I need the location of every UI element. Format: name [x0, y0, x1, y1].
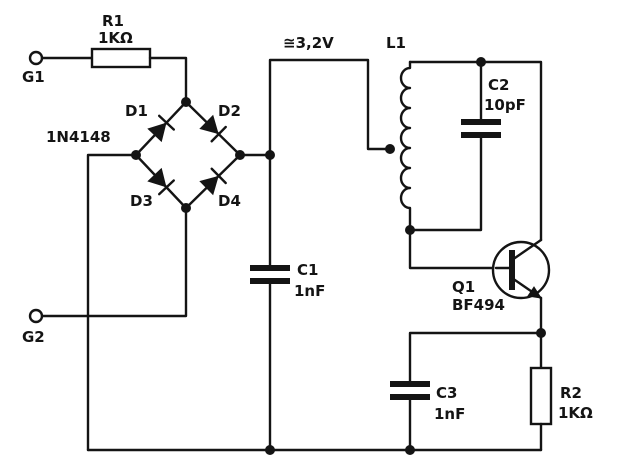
- label-r2-value: 1KΩ: [558, 404, 593, 422]
- capacitor-c1: [250, 265, 290, 284]
- diode-d3: [147, 167, 175, 196]
- label-q1-type: BF494: [452, 296, 505, 314]
- diode-d4: [199, 167, 227, 196]
- label-c2-name: C2: [488, 76, 509, 94]
- wire-positive-rail: [268, 58, 392, 157]
- label-g1: G1: [22, 68, 45, 86]
- inductor-l1: [399, 60, 412, 232]
- label-c3-value: 1nF: [434, 405, 465, 423]
- label-d3: D3: [130, 192, 153, 210]
- label-c2-value: 10pF: [484, 96, 526, 114]
- wire-bridge-bottom-g2: [40, 206, 188, 318]
- diode-bridge: [131, 97, 245, 213]
- label-diode-type: 1N4148: [46, 128, 111, 146]
- wire-l1-base: [408, 228, 498, 270]
- wire-r1-bridge: [148, 56, 188, 104]
- resistor-r1: [90, 47, 152, 69]
- label-c1-name: C1: [297, 261, 318, 279]
- transistor-q1: [491, 238, 551, 300]
- capacitor-c2: [461, 119, 501, 138]
- diode-d2: [199, 114, 227, 143]
- wire-emitter-c3: [408, 331, 543, 386]
- label-g2: G2: [22, 328, 45, 346]
- label-c3-name: C3: [436, 384, 457, 402]
- wire-l1-top: [408, 60, 543, 242]
- label-d1: D1: [125, 102, 148, 120]
- label-d4: D4: [218, 192, 241, 210]
- label-r1-value: 1KΩ: [98, 29, 133, 47]
- terminal-g2: [28, 308, 44, 324]
- label-r1-name: R1: [102, 12, 124, 30]
- label-d2: D2: [218, 102, 241, 120]
- wire-c2-bottom: [408, 133, 483, 232]
- diode-d1: [147, 114, 175, 143]
- label-q1-name: Q1: [452, 278, 475, 296]
- label-l1: L1: [386, 34, 406, 52]
- label-voltage: ≅3,2V: [283, 34, 334, 52]
- label-r2-name: R2: [560, 384, 582, 402]
- resistor-r2: [529, 366, 553, 426]
- capacitor-c3: [390, 381, 430, 400]
- terminal-g1: [28, 50, 44, 66]
- label-c1-value: 1nF: [294, 282, 325, 300]
- wire-bridge-left-ground: [86, 153, 138, 452]
